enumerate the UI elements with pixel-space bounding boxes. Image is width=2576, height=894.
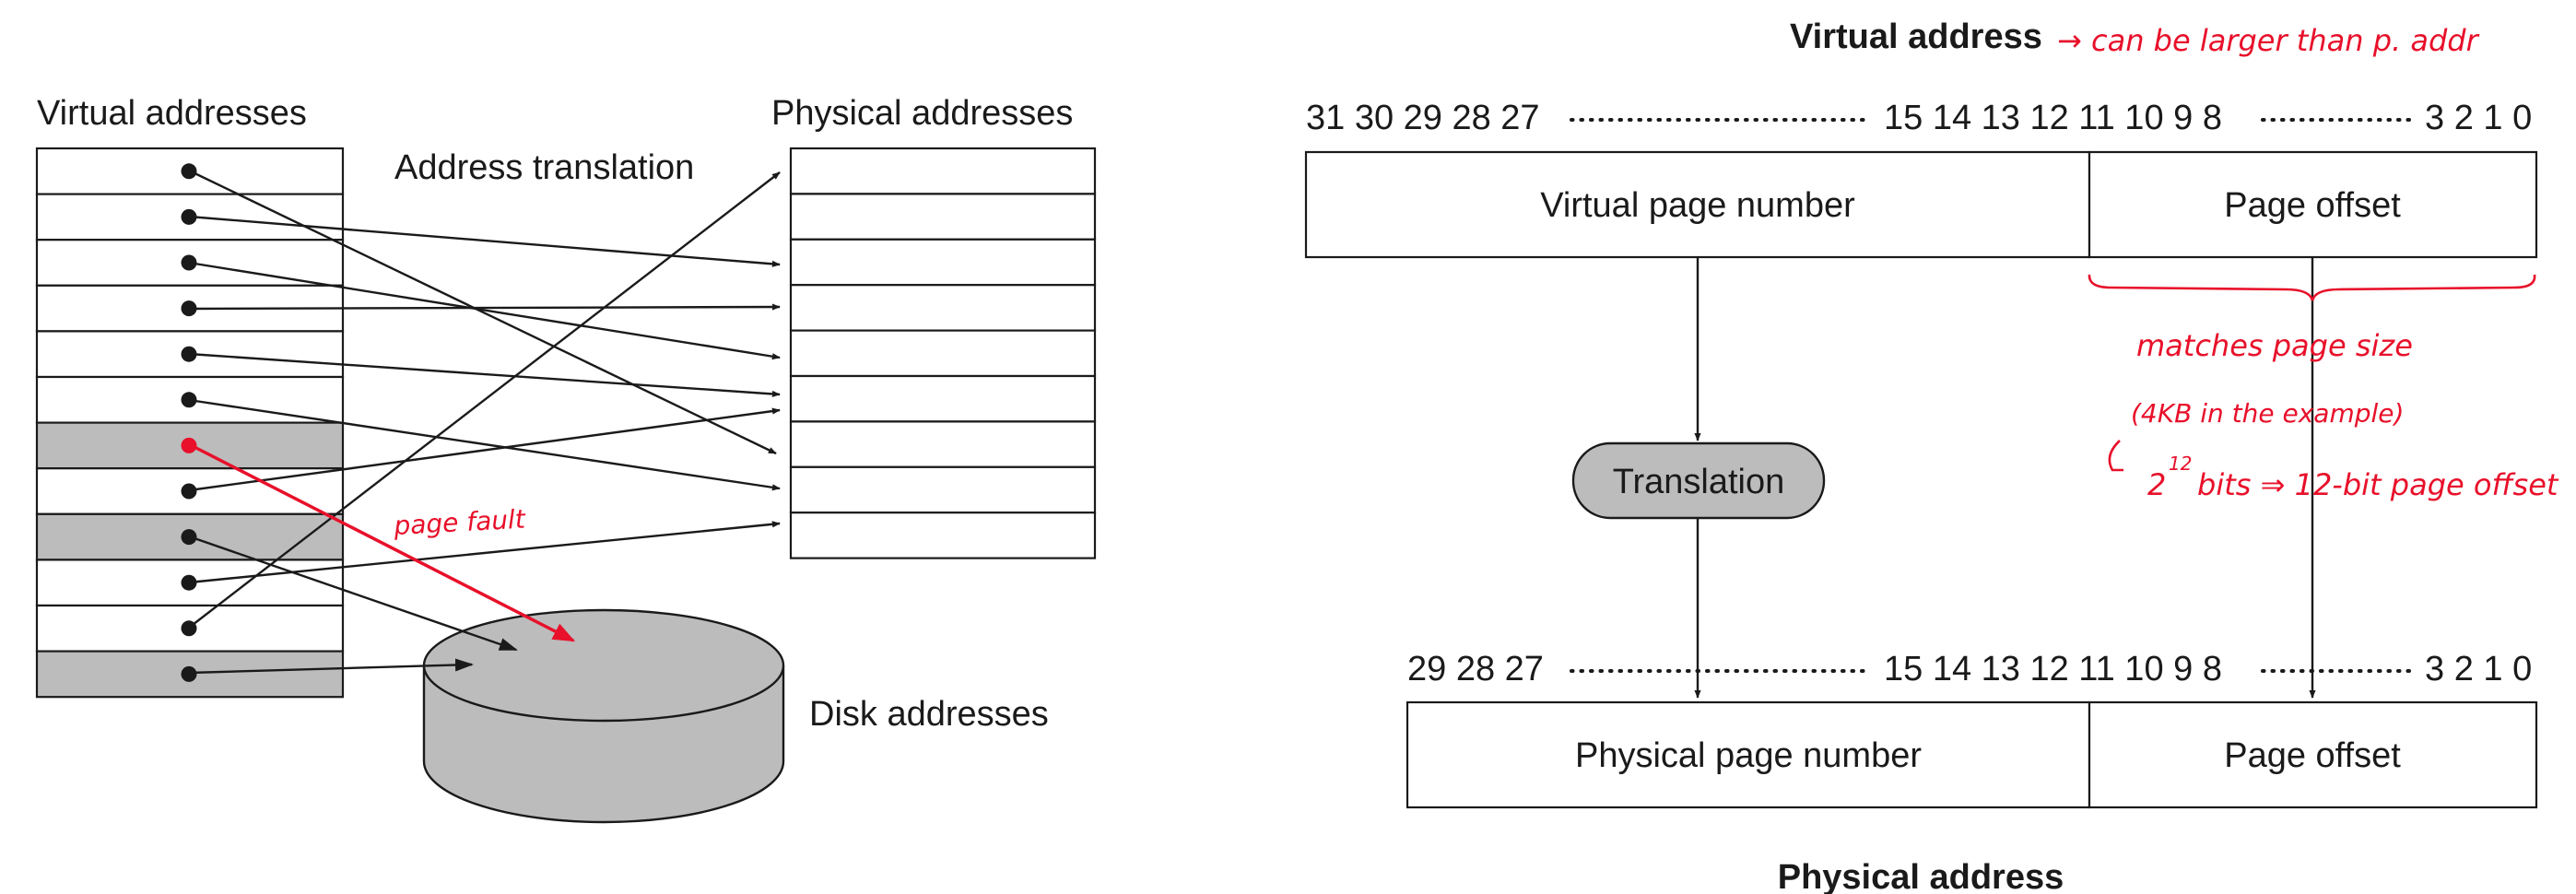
virtual-addresses-title: Virtual addresses [37, 94, 307, 133]
physical-page-number-field [1406, 700, 2091, 809]
physical-page-row [789, 465, 1097, 514]
matches-page-size-note: matches page size [2136, 328, 2413, 363]
mapping-arrow-to-disk [188, 658, 474, 675]
mapping-arrow [188, 261, 781, 360]
disk-icon [422, 608, 785, 824]
virtual-page-offset-label: Page offset [2224, 186, 2401, 225]
page-fault-dot [181, 437, 197, 453]
virtual-page-dot [181, 163, 197, 180]
physical-page-row [789, 193, 1097, 241]
bits-note-exponent: 12 [2169, 453, 2192, 475]
virtual-page-dot [181, 665, 197, 682]
virtual-page-dot [181, 254, 197, 271]
virtual-bits-high: 31 30 29 28 27 [1306, 99, 1540, 137]
virtual-page-dot [181, 529, 197, 546]
left-mapping-diagram: Virtual addresses Physical addresses Add… [35, 94, 1097, 824]
virtual-address-note: → can be larger than p. addr [2057, 23, 2480, 58]
bits-note-base: 2 [2147, 467, 2166, 502]
mapping-arrow-to-disk [188, 535, 518, 652]
right-address-format-diagram: Virtual address → can be larger than p. … [1304, 18, 2559, 894]
mapping-arrow [188, 352, 781, 398]
mapping-arrow [188, 169, 777, 455]
virtual-page-dot [181, 620, 197, 637]
physical-page-row [789, 284, 1097, 332]
virtual-address-title: Virtual address [1790, 18, 2042, 56]
mapping-arrows [188, 169, 781, 675]
physical-address-title: Physical address [1778, 858, 2064, 894]
physical-page-number-label: Physical page number [1575, 736, 1922, 775]
page-fault-arrow [188, 442, 576, 642]
address-translation-label: Address translation [394, 148, 694, 187]
virtual-page-number-label: Virtual page number [1540, 186, 1855, 225]
mapping-arrow [188, 215, 781, 267]
physical-page-row [789, 329, 1097, 378]
physical-addresses-title: Physical addresses [771, 94, 1073, 133]
physical-page-table [789, 147, 1097, 559]
physical-page-offset-label: Page offset [2224, 736, 2401, 775]
virtual-page-dot [181, 300, 197, 317]
virtual-page-dots [181, 163, 197, 682]
virtual-page-dot [181, 392, 197, 408]
virtual-page-dot [181, 574, 197, 591]
physical-page-row [789, 374, 1097, 423]
physical-bits-low: 3 2 1 0 [2425, 650, 2532, 688]
physical-page-row [789, 238, 1097, 287]
physical-bits-high: 29 28 27 [1407, 650, 1544, 688]
virtual-page-offset-field [2088, 150, 2538, 259]
virtual-page-dot [181, 208, 197, 225]
physical-page-row [789, 420, 1097, 468]
physical-page-row [789, 147, 1097, 195]
mapping-arrow [188, 521, 781, 584]
physical-page-row [789, 512, 1097, 559]
physical-page-offset-field [2088, 700, 2538, 809]
page-offset-brace [2088, 274, 2536, 301]
virtual-page-number-field [1304, 150, 2091, 259]
virtual-bits-mid: 15 14 13 12 11 10 9 8 [1884, 99, 2222, 137]
virtual-page-dot [181, 346, 197, 362]
mapping-arrow [188, 398, 781, 491]
virtual-page-dot [181, 483, 197, 500]
mapping-arrow [188, 171, 781, 629]
physical-bits-mid: 15 14 13 12 11 10 9 8 [1884, 650, 2222, 688]
page-fault-note: page fault [393, 504, 527, 542]
virtual-bits-low: 3 2 1 0 [2425, 99, 2532, 137]
page-size-example-note: (4KB in the example) [2131, 398, 2404, 429]
translation-box [1571, 441, 1826, 520]
note-hook-arrow [2108, 440, 2123, 472]
bits-note-rest: bits ⇒ 12-bit page offset [2197, 467, 2559, 502]
virtual-page-table [35, 147, 345, 699]
disk-addresses-label: Disk addresses [809, 695, 1049, 734]
mapping-arrow [188, 407, 781, 492]
mapping-arrow [188, 303, 781, 311]
translation-label: Translation [1613, 463, 1785, 501]
